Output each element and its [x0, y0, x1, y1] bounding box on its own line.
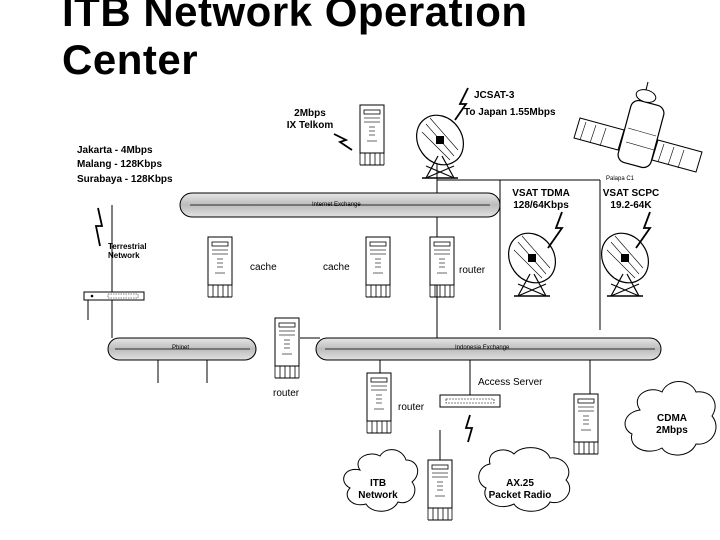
terrestrial-modem-icon [83, 291, 145, 301]
vsat-tdma-label-line-1: VSAT TDMA [512, 188, 570, 199]
page-title-line-1: ITB Network Operation [62, 0, 528, 35]
lightning-jcsat-icon [454, 87, 469, 121]
router-top-label: router [459, 265, 486, 276]
vsat-tdma-dish-icon [498, 223, 566, 297]
cache-label-2: cache [323, 262, 350, 273]
router-top-icon [429, 236, 455, 298]
malang-label: Malang - 128Kbps [77, 159, 163, 170]
terrestrial-label: Terrestrial Network [108, 242, 147, 260]
ax25-label: AX.25 Packet Radio [484, 478, 556, 502]
cdma-server-icon [573, 393, 599, 455]
router-mid-icon [366, 372, 392, 434]
cdma-label-line-1: CDMA [657, 413, 687, 424]
bottom-server-icon [427, 459, 453, 521]
lightning-vsat-tdma-icon [547, 211, 564, 249]
itb-network-label-line-2: Network [358, 490, 398, 501]
cdma-label: CDMA 2Mbps [646, 413, 698, 437]
to-japan-label: To Japan 1.55Mbps [464, 107, 556, 118]
ix-telkom-label-line-1: 2Mbps [294, 108, 326, 119]
cache-server-2-icon [365, 236, 391, 298]
lightning-ix-telkom-icon [333, 133, 353, 151]
indonesia-exchange-bus [315, 337, 662, 361]
access-server-label: Access Server [478, 377, 543, 388]
jakarta-label: Jakarta - 4Mbps [77, 145, 153, 156]
vsat-scpc-label-line-1: VSAT SCPC [602, 188, 660, 199]
lightning-terrestrial-icon [94, 207, 104, 247]
indonesia-exchange-label: Indonesia Exchange [455, 345, 510, 351]
palapa-label: Palapa C1 [606, 176, 635, 182]
lightning-vsat-scpc-icon [635, 211, 652, 249]
phinet-bus [107, 337, 257, 361]
internet-exchange-bus [179, 192, 501, 218]
page-title-line-2: Center [62, 36, 199, 83]
ix-telkom-server-icon [359, 104, 385, 166]
ax25-label-line-1: AX.25 [506, 478, 534, 489]
ax25-cloud-icon [478, 447, 571, 512]
ax25-label-line-2: Packet Radio [488, 490, 552, 501]
vsat-scpc-label: VSAT SCPC 19.2-64K [596, 188, 666, 212]
router-mid-label: router [398, 402, 425, 413]
lightning-access-server-icon [464, 414, 474, 443]
access-server-device-icon [439, 394, 501, 408]
itb-network-cloud-icon [343, 449, 419, 512]
surabaya-label: Surabaya - 128Kbps [77, 174, 173, 185]
palapa-satellite-icon [573, 81, 703, 173]
vsat-scpc-dish-icon [591, 223, 659, 297]
router-left-icon [274, 317, 300, 379]
router-left-label: router [273, 388, 300, 399]
ix-telkom-label: 2Mbps IX Telkom [280, 108, 340, 132]
cdma-cloud-icon [624, 381, 717, 456]
page-title: ITB Network Operation Center [62, 0, 528, 84]
phinet-label: Phinet [172, 345, 190, 351]
itb-network-label-line-1: ITB [369, 478, 387, 489]
vsat-tdma-label-line-2: 128/64Kbps [513, 200, 569, 211]
terrestrial-label-line-2: Network [108, 251, 140, 260]
jcsat-label: JCSAT-3 [474, 90, 515, 101]
internet-exchange-label: Internet Exchange [312, 202, 361, 208]
vsat-tdma-label: VSAT TDMA 128/64Kbps [506, 188, 576, 212]
terrestrial-label-line-1: Terrestrial [108, 242, 147, 251]
cache-label-1: cache [250, 262, 277, 273]
cache-server-1-icon [207, 236, 233, 298]
ix-telkom-label-line-2: IX Telkom [286, 120, 334, 131]
cdma-label-line-2: 2Mbps [656, 425, 688, 436]
itb-network-label: ITB Network [350, 478, 406, 502]
vsat-scpc-label-line-2: 19.2-64K [610, 200, 652, 211]
